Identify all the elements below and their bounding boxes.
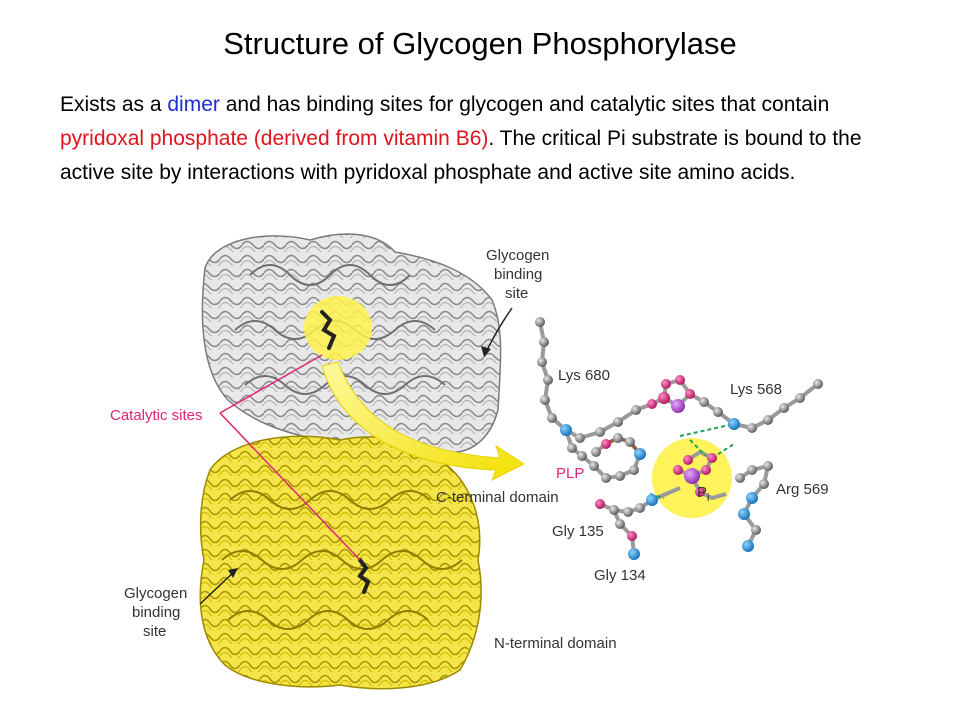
text-part-1: Exists as a	[60, 93, 168, 116]
slide-title: Structure of Glycogen Phosphorylase	[223, 26, 737, 61]
arg569-label: Arg 569	[776, 481, 829, 498]
figure-labels: Glycogen binding site Catalytic sites C-…	[110, 247, 829, 652]
lys680-label: Lys 680	[558, 367, 610, 384]
glycogen-top-label-line3: site	[505, 285, 528, 302]
gly135-label: Gly 135	[552, 523, 604, 540]
catalytic-sites-label: Catalytic sites	[110, 407, 203, 424]
c-terminal-domain-label: C-terminal domain	[436, 489, 559, 506]
glycogen-bottom-label-line3: site	[143, 623, 166, 640]
zoom-arrow	[321, 361, 526, 482]
pi-label: Pi	[697, 484, 709, 504]
upper-subunit-gray	[201, 233, 502, 456]
pi-label-p: P	[697, 484, 707, 501]
catalytic-pointer-lines	[219, 354, 361, 561]
pi-label-subscript: i	[707, 492, 709, 504]
n-terminal-domain-label: N-terminal domain	[494, 635, 617, 652]
glycogen-bottom-label-line2: binding	[132, 604, 180, 621]
upper-catalytic-highlight	[304, 296, 372, 360]
description-paragraph: Exists as a dimer and has binding sites …	[60, 88, 900, 190]
glycogen-bottom-label-line1: Glycogen	[124, 585, 187, 602]
text-part-3: . The critical Pi substrate is bound to …	[60, 127, 862, 184]
active-site-atoms	[535, 317, 823, 560]
pi-phosphate-atom	[684, 468, 700, 484]
lys568-label: Lys 568	[730, 381, 782, 398]
lower-catalytic-ligand	[357, 558, 371, 594]
glycogen-top-label-line1: Glycogen	[486, 247, 549, 264]
lower-subunit-yellow	[199, 435, 482, 690]
text-part-2: and has binding sites for glycogen and c…	[219, 93, 830, 116]
glycogen-top-label-line2: binding	[494, 266, 542, 283]
plp-label: PLP	[556, 465, 584, 482]
gly134-label: Gly 134	[594, 567, 646, 584]
dimer-term: dimer	[167, 93, 220, 116]
pyridoxal-term: pyridoxal phosphate (derived from vitami…	[60, 127, 489, 150]
